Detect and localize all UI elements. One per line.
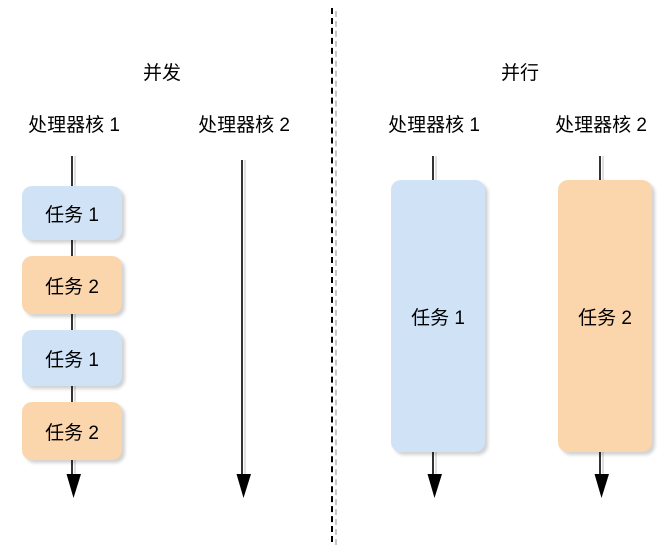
- task-box-label: 任务 2: [45, 276, 99, 298]
- right-panel-title: 并行: [500, 63, 539, 84]
- task-box-label: 任务 1: [45, 204, 99, 226]
- task-box[interactable]: 任务 2: [558, 180, 652, 452]
- task-box[interactable]: 任务 1: [391, 180, 485, 452]
- left-core-1-label: 处理器核 1: [28, 115, 120, 136]
- task-box-label: 任务 2: [578, 307, 632, 329]
- task-box-label: 任务 2: [45, 422, 99, 444]
- panel-divider: [331, 8, 333, 542]
- task-box[interactable]: 任务 2: [22, 256, 122, 314]
- task-box-label: 任务 1: [411, 307, 465, 329]
- left-panel-title: 并发: [142, 63, 181, 84]
- left-core-2-label: 处理器核 2: [198, 115, 290, 136]
- left-core-2-arrow: [236, 160, 251, 498]
- right-core-1-label: 处理器核 1: [388, 115, 480, 136]
- right-core-2-label: 处理器核 2: [555, 115, 647, 136]
- task-box[interactable]: 任务 1: [22, 186, 122, 240]
- task-box[interactable]: 任务 1: [22, 330, 122, 386]
- task-box[interactable]: 任务 2: [22, 402, 122, 460]
- task-box-label: 任务 1: [45, 349, 99, 371]
- panel-divider-shadow: [335, 11, 337, 545]
